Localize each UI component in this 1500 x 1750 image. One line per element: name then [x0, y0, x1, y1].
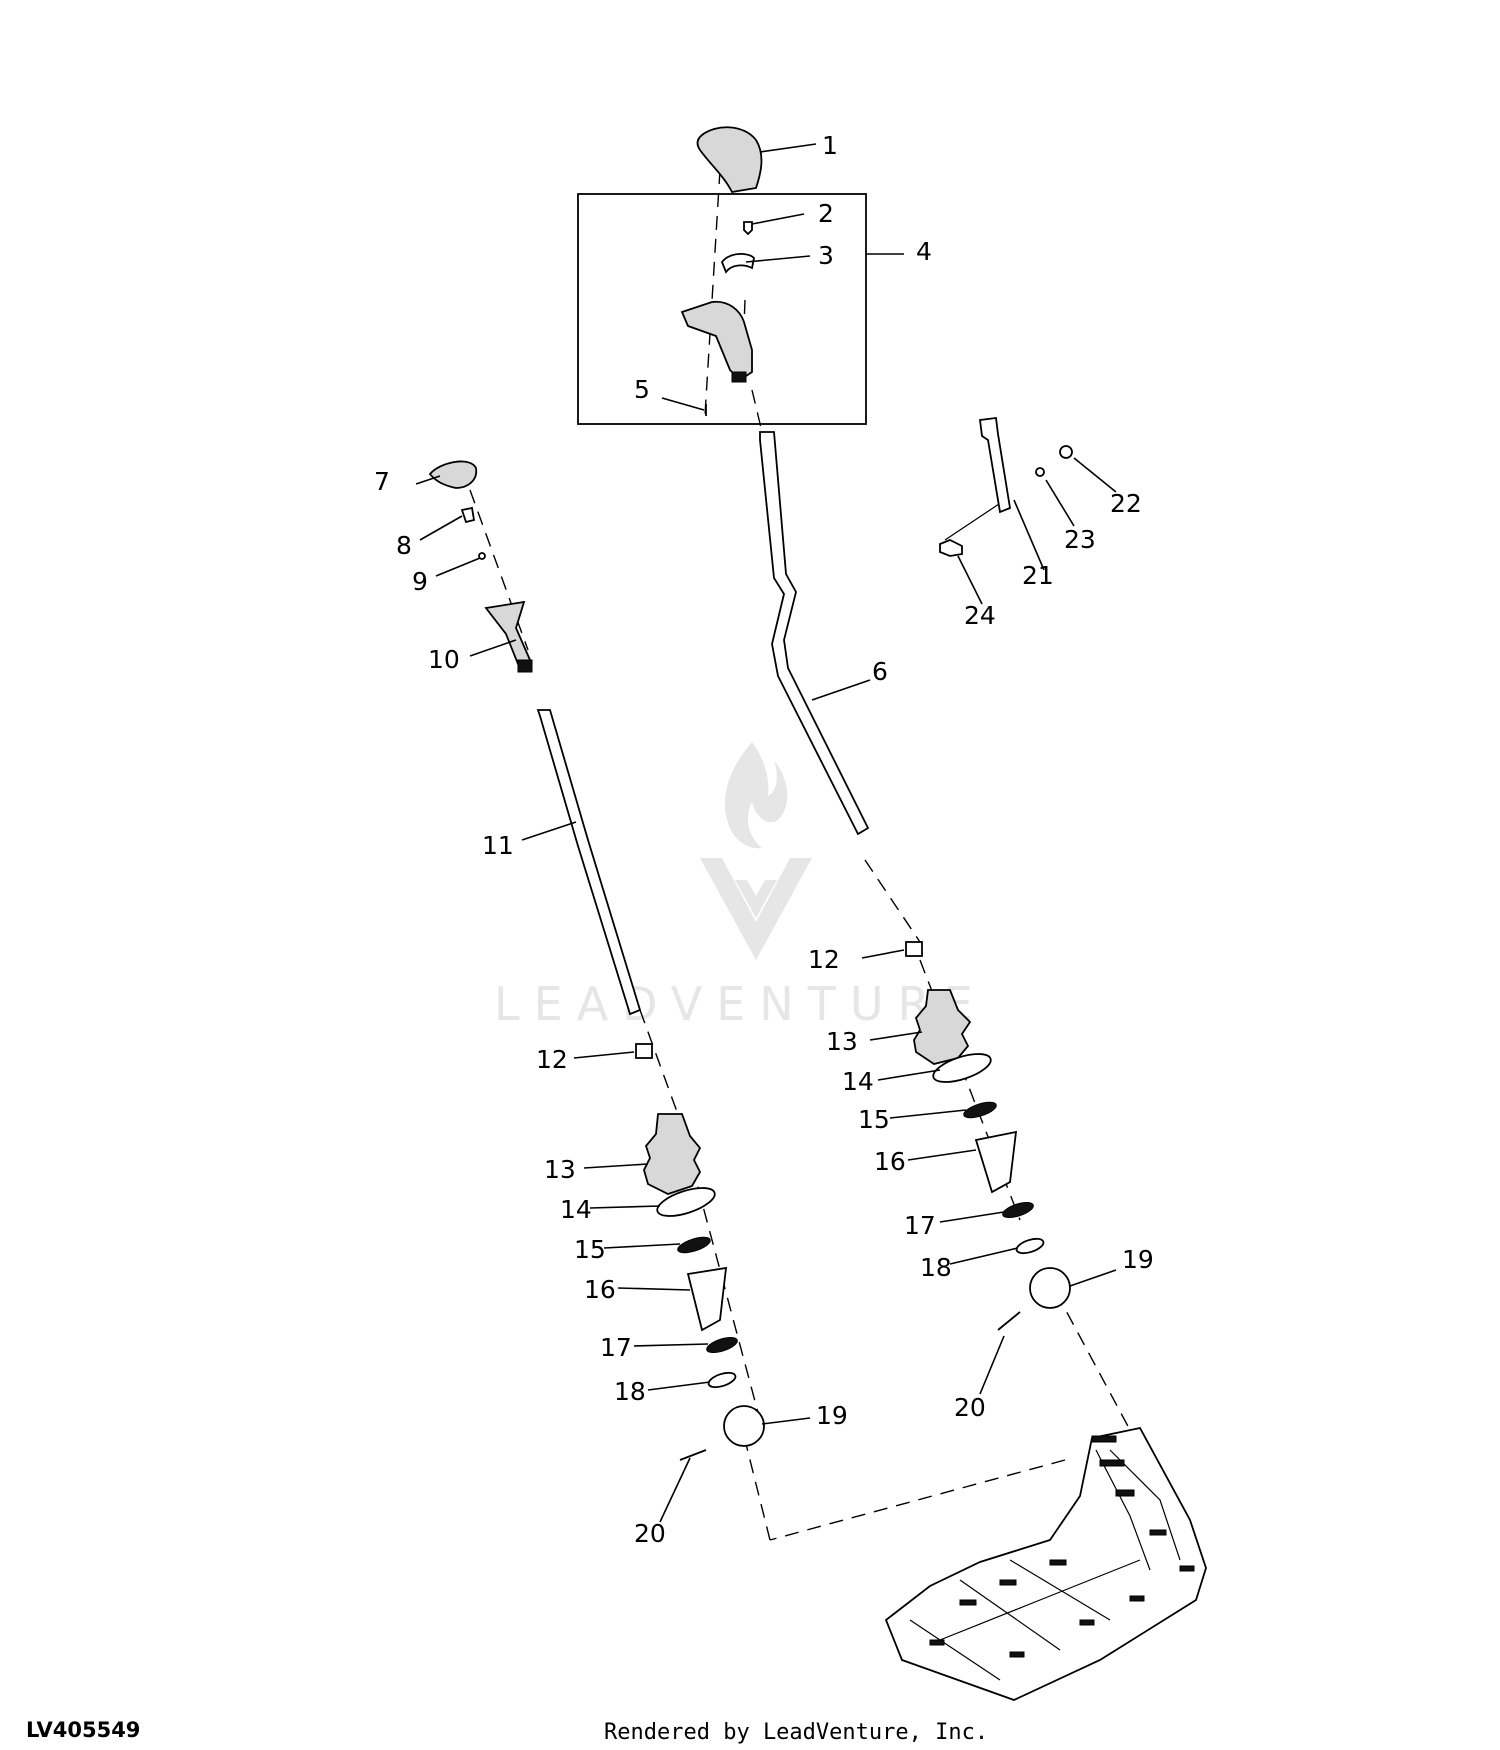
boot-13-left	[643, 1113, 702, 1195]
render-credit: Rendered by LeadVenture, Inc.	[604, 1720, 989, 1745]
handle-stem	[517, 659, 533, 673]
callout-13-left: 13	[544, 1155, 576, 1184]
ball-19-left	[723, 1405, 765, 1447]
ball-19-right	[1029, 1267, 1071, 1309]
pin-9	[478, 552, 486, 560]
callout-20-left: 20	[634, 1519, 666, 1548]
callout-1: 1	[822, 131, 838, 160]
callout-8: 8	[396, 531, 412, 560]
callout-17-right: 17	[904, 1211, 936, 1240]
callout-23: 23	[1064, 525, 1096, 554]
callout-6: 6	[872, 657, 888, 686]
right-stack	[905, 941, 1071, 1331]
bushing-12-left	[635, 1043, 653, 1059]
callout-13-right: 13	[826, 1027, 858, 1056]
callout-5: 5	[634, 375, 650, 404]
callout-2: 2	[818, 199, 834, 228]
bolt-8	[460, 506, 476, 524]
screw-2	[743, 221, 753, 236]
callout-3: 3	[818, 241, 834, 270]
bracket-21	[978, 416, 1012, 514]
callout-24: 24	[964, 601, 996, 630]
spring-16-right	[974, 1130, 1018, 1194]
callout-18-right: 18	[920, 1253, 952, 1282]
callout-7: 7	[374, 467, 390, 496]
callout-14-right: 14	[842, 1067, 874, 1096]
lever-handle-10	[484, 600, 532, 666]
left-stack	[635, 1043, 765, 1461]
callout-17-left: 17	[600, 1333, 632, 1362]
clip-18-left	[707, 1371, 737, 1389]
transmission-housing	[884, 1426, 1207, 1701]
washer-15-left	[677, 1236, 711, 1254]
boot-13-right	[913, 989, 972, 1065]
bolt-24	[939, 539, 963, 557]
ring-17-left	[706, 1336, 738, 1354]
callout-15-left: 15	[574, 1235, 606, 1264]
watermark-text: LEADVENTURE	[494, 977, 987, 1031]
callout-21: 21	[1022, 561, 1054, 590]
clip-3	[720, 253, 755, 274]
pin-20-left	[679, 1449, 707, 1461]
callout-10: 10	[428, 645, 460, 674]
callout-16-left: 16	[584, 1275, 616, 1304]
figure-id: LV405549	[26, 1718, 141, 1742]
ring-14-left	[656, 1187, 716, 1217]
spring-16-left	[686, 1266, 728, 1332]
callout-9: 9	[412, 567, 428, 596]
callouts: 1 2 3 4 5 6 7 8 9 10 11 12 13 14 15 16 1…	[374, 131, 1154, 1548]
washer-23	[1035, 467, 1045, 477]
callout-19-left: 19	[816, 1401, 848, 1430]
assembly-centerlines	[469, 169, 1131, 1541]
shift-knob	[696, 126, 763, 193]
callout-18-left: 18	[614, 1377, 646, 1406]
callout-19-right: 19	[1122, 1245, 1154, 1274]
pin-20-right	[997, 1311, 1021, 1331]
watermark-logo	[700, 742, 812, 960]
ring-17-right	[1002, 1201, 1034, 1219]
rod-11	[536, 709, 642, 1016]
lever-housing	[680, 300, 753, 382]
callout-20-right: 20	[954, 1393, 986, 1422]
clip-18-right	[1015, 1237, 1045, 1255]
bushing-12-right	[905, 941, 923, 957]
callout-16-right: 16	[874, 1147, 906, 1176]
kit-box	[577, 193, 867, 425]
shift-rod-6	[759, 431, 870, 836]
ring-14-right	[932, 1053, 992, 1083]
leader-lines	[415, 143, 1117, 1523]
housing-stem	[731, 371, 747, 383]
knob-7	[428, 460, 478, 489]
callout-12-left: 12	[536, 1045, 568, 1074]
washer-15-right	[963, 1101, 997, 1119]
callout-11: 11	[482, 831, 514, 860]
callout-14-left: 14	[560, 1195, 592, 1224]
nut-22	[1059, 445, 1073, 459]
callout-15-right: 15	[858, 1105, 890, 1134]
callout-22: 22	[1110, 489, 1142, 518]
callout-4: 4	[916, 237, 932, 266]
callout-12-right: 12	[808, 945, 840, 974]
